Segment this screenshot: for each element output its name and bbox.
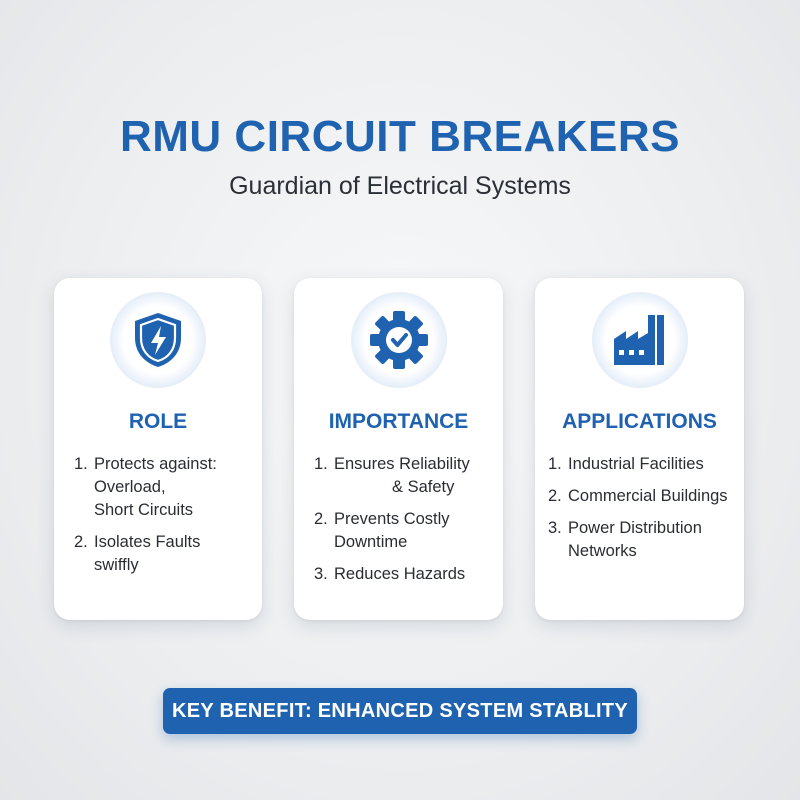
importance-card: IMPORTANCE 1. Ensures Reliability & Safe…	[294, 278, 503, 620]
role-icon-badge	[110, 292, 206, 388]
list-item: 3. Reduces Hazards	[314, 565, 466, 583]
shield-lightning-icon	[135, 313, 181, 367]
role-title: ROLE	[128, 410, 188, 433]
applications-title: APPLICATIONS	[562, 410, 717, 433]
applications-icon-badge	[591, 292, 688, 388]
list-item: 2. Commercial Buildings	[548, 487, 728, 505]
page-title: RMU CIRCUIT BREAKERS	[120, 112, 680, 161]
applications-card: APPLICATIONS 1. Industrial Facilities 2.…	[535, 278, 744, 620]
key-benefit-banner: KEY BENEFIT: ENHANCED SYSTEM STABLITY	[163, 688, 637, 734]
role-card: ROLE 1. Protects against: Overload, Shor…	[54, 278, 262, 620]
applications-list: 1. Industrial Facilities 2. Commercial B…	[548, 453, 740, 572]
gear-check-icon	[369, 311, 428, 369]
factory-icon	[613, 315, 664, 365]
importance-list: 1. Ensures Reliability & Safety 2. Preve…	[314, 453, 499, 595]
importance-title: IMPORTANCE	[328, 410, 469, 433]
list-item: 3. Power Distribution Networks	[548, 519, 702, 560]
list-item: 1. Ensures Reliability & Safety	[314, 455, 470, 496]
list-item: 1. Protects against: Overload, Short Cir…	[74, 455, 217, 519]
page-subtitle: Guardian of Electrical Systems	[229, 172, 571, 200]
role-list: 1. Protects against: Overload, Short Cir…	[74, 453, 259, 586]
importance-icon-badge	[350, 292, 447, 388]
list-item: 2. Isolates Faults swiffly	[74, 533, 201, 574]
list-item: 1. Industrial Facilities	[548, 455, 704, 473]
list-item: 2. Prevents Costly Downtime	[314, 510, 450, 551]
